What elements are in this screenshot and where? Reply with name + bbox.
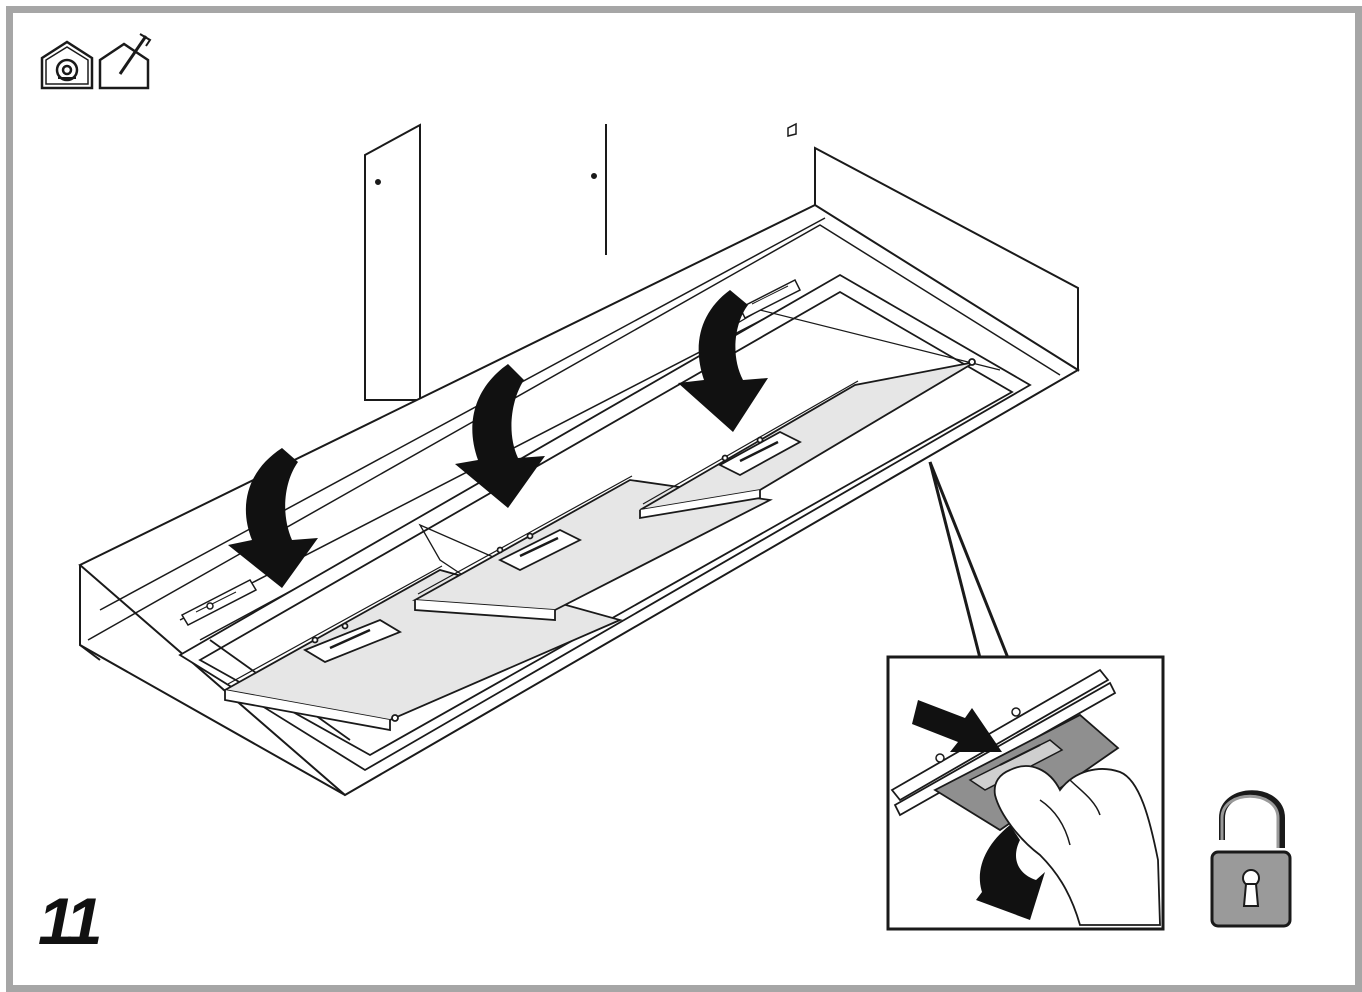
step-number: 11 — [38, 884, 102, 958]
grease-filter-3 — [639, 358, 976, 520]
hand-illustration — [993, 765, 1161, 926]
insert-arrow-left — [228, 448, 318, 588]
detail-inset — [886, 655, 1165, 931]
home-tool-icon — [98, 33, 152, 90]
pull-down-arrow-icon — [976, 825, 1045, 920]
home-service-icon — [40, 40, 94, 90]
unlocked-padlock-icon — [1210, 790, 1292, 928]
grease-filter-2 — [411, 475, 773, 621]
filter-rail-right — [738, 278, 802, 320]
filter-rail-left — [180, 579, 258, 626]
insert-arrow-middle — [455, 364, 545, 508]
detail-callout-lines — [928, 461, 1010, 659]
push-arrow-icon — [912, 700, 1002, 752]
insert-arrow-right — [678, 290, 768, 432]
